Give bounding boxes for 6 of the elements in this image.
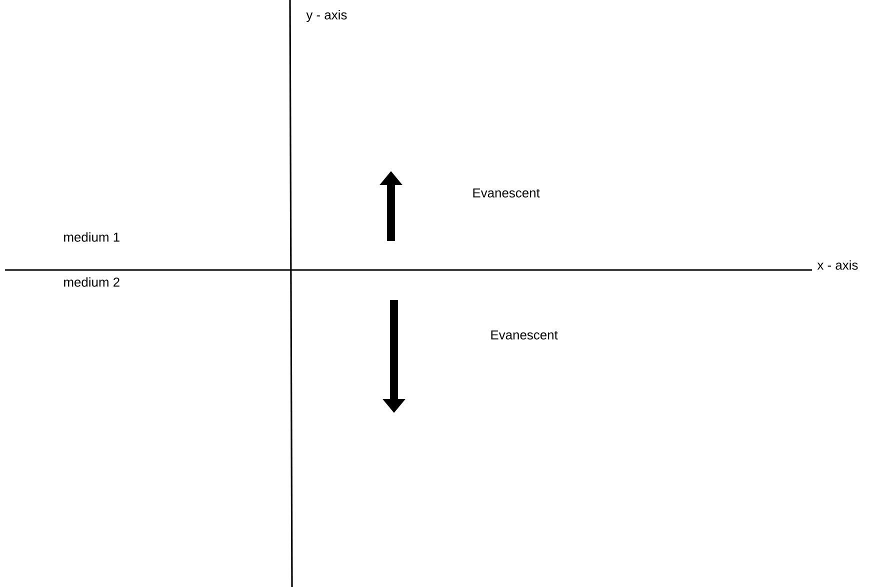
axis-label: x - axis bbox=[817, 260, 858, 270]
axis-label: y - axis bbox=[306, 10, 347, 22]
axis-label: medium 2 bbox=[64, 277, 120, 287]
axis-label: medium 1 bbox=[64, 232, 120, 242]
axis-label: Evanescent bbox=[473, 188, 540, 198]
axis-label: Evanescent bbox=[491, 330, 558, 340]
